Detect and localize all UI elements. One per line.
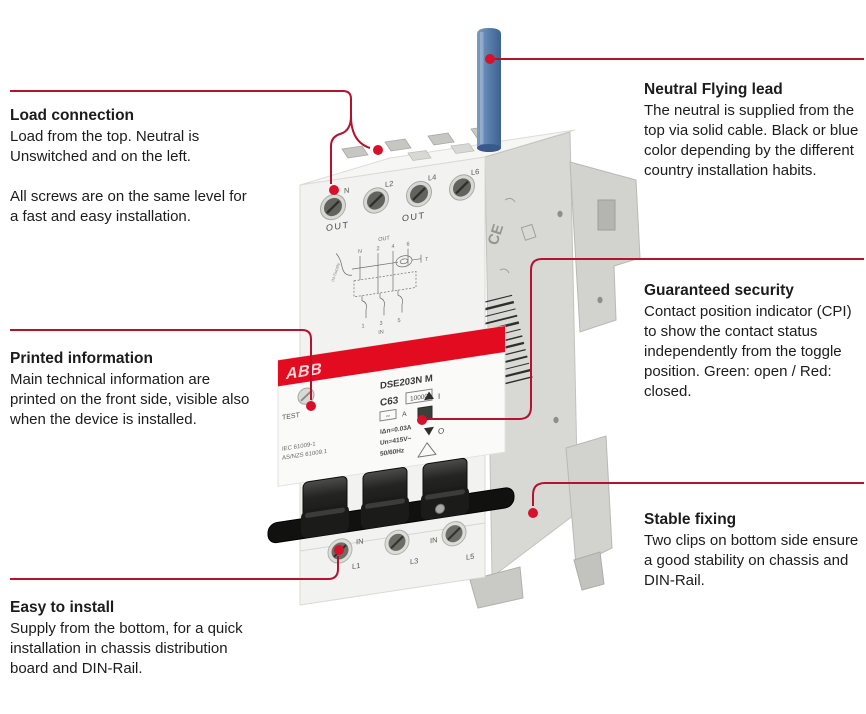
in-label-2: IN — [430, 535, 437, 545]
front-face: N L2 L4 L6 OUT OUT OUT N 2 4 6 — [267, 156, 515, 606]
dot-printed-info — [306, 401, 316, 411]
toggle-handles[interactable] — [267, 451, 515, 544]
standard-1: IEC 61009-1 — [282, 442, 316, 453]
callout-neutral-flying-lead: Neutral Flying lead The neutral is suppl… — [644, 79, 866, 181]
breaking-capacity: 10000 — [410, 393, 428, 403]
top-terminal-screws — [320, 174, 475, 221]
callout-line-load-connection — [10, 90, 371, 184]
dot-neutral-wire — [485, 54, 495, 64]
rating-label: ABB TEST IEC 61009-1 AS/NZS 61009.1 DSE2… — [277, 325, 506, 487]
frequency: 50/60Hz — [380, 447, 405, 458]
callout-dots — [306, 54, 538, 555]
dot-bottom-screw — [334, 545, 344, 555]
callout-body: Main technical information are printed o… — [10, 371, 250, 428]
callout-body: Supply from the bottom, for a quick inst… — [10, 620, 243, 677]
callout-body: The neutral is supplied from the top via… — [644, 102, 859, 179]
sensitivity: IΔn=0.03A — [380, 424, 412, 436]
svg-text:3: 3 — [379, 321, 382, 327]
test-label: TEST — [282, 412, 301, 422]
off-label: O — [438, 426, 444, 436]
svg-text:OUT: OUT — [378, 235, 390, 243]
callout-load-connection: Load connection Load from the top. Neutr… — [10, 105, 250, 227]
svg-text:6: 6 — [406, 241, 409, 247]
din-clip-lower — [565, 435, 613, 567]
dot-neutral-screw — [329, 185, 339, 195]
din-clip-upper — [569, 161, 641, 333]
side-ce-mark: CE — [485, 197, 537, 274]
callout-title: Stable fixing — [644, 511, 737, 528]
callout-title: Guaranteed security — [644, 282, 794, 299]
svg-text:N: N — [358, 249, 362, 256]
ce-text: CE — [485, 222, 508, 247]
dot-bottom-clip — [528, 508, 538, 518]
din-clip-slot — [597, 199, 616, 231]
terminal-label-l1: L1 — [352, 561, 360, 571]
callout-stable-fixing: Stable fixing Two clips on bottom side e… — [644, 509, 866, 591]
dot-top-opening — [373, 145, 383, 155]
top-terminal-labels: N L2 L4 L6 — [344, 167, 479, 196]
callout-title: Easy to install — [10, 599, 115, 616]
svg-text:T: T — [425, 257, 429, 264]
terminal-label-l4: L4 — [428, 172, 436, 182]
bottom-terminal-screws — [327, 521, 467, 564]
bottom-terminal-labels: IN L1 L3 IN L5 — [352, 535, 474, 571]
svg-text:IN: IN — [378, 329, 384, 336]
toggle-pin — [435, 503, 445, 514]
on-label: I — [438, 392, 440, 401]
terminal-label-l5: L5 — [466, 552, 474, 562]
callout-line-easy-to-install — [10, 556, 339, 580]
callout-easy-to-install: Easy to install Supply from the bottom, … — [10, 597, 250, 679]
wave-symbol: ~ — [386, 411, 391, 421]
callout-line-stable-fixing — [532, 482, 864, 506]
svg-text:2: 2 — [376, 246, 379, 252]
callout-line-guaranteed-security — [428, 258, 864, 420]
type-class: A — [402, 411, 407, 419]
dot-cpi — [417, 415, 427, 425]
din-clip-foot — [573, 551, 605, 591]
svg-text:IN-Supply: IN-Supply — [330, 262, 341, 282]
breaker-device: CE — [267, 28, 641, 609]
neutral-wire — [477, 28, 501, 152]
abb-red-stripe — [278, 325, 505, 387]
callout-body: Contact position indicator (CPI) to show… — [644, 303, 852, 400]
certification-triangle — [417, 442, 437, 458]
svg-text:1: 1 — [361, 323, 364, 329]
voltage: Un=415V~ — [380, 435, 412, 447]
current-rating: C63 — [380, 395, 399, 409]
in-label-1: IN — [356, 536, 363, 546]
svg-text:4: 4 — [391, 244, 394, 250]
callout-printed-information: Printed information Main technical infor… — [10, 348, 250, 430]
abb-logo: ABB — [285, 360, 322, 384]
callout-guaranteed-security: Guaranteed security Contact position ind… — [644, 280, 866, 402]
terminal-label-n: N — [344, 186, 349, 196]
callout-title: Load connection — [10, 107, 134, 124]
wiring-schematic: OUT N 2 4 6 T IN-Supply 1 3 — [330, 235, 429, 336]
out-label-2: OUT — [402, 210, 425, 223]
out-label-1: OUT — [326, 220, 349, 233]
callout-lines — [10, 58, 864, 580]
callout-line-printed-information — [10, 329, 312, 400]
side-screw-dots — [553, 210, 603, 424]
callout-title: Neutral Flying lead — [644, 81, 783, 98]
callout-title: Printed information — [10, 350, 153, 367]
terminal-label-l6: L6 — [471, 167, 479, 177]
terminal-label-l2: L2 — [385, 179, 393, 189]
svg-text:5: 5 — [397, 318, 400, 324]
callout-body: Two clips on bottom side ensure a good s… — [644, 532, 859, 589]
callout-body: Load from the top. Neutral is Unswitched… — [10, 128, 247, 225]
terminal-label-l3: L3 — [410, 556, 418, 566]
